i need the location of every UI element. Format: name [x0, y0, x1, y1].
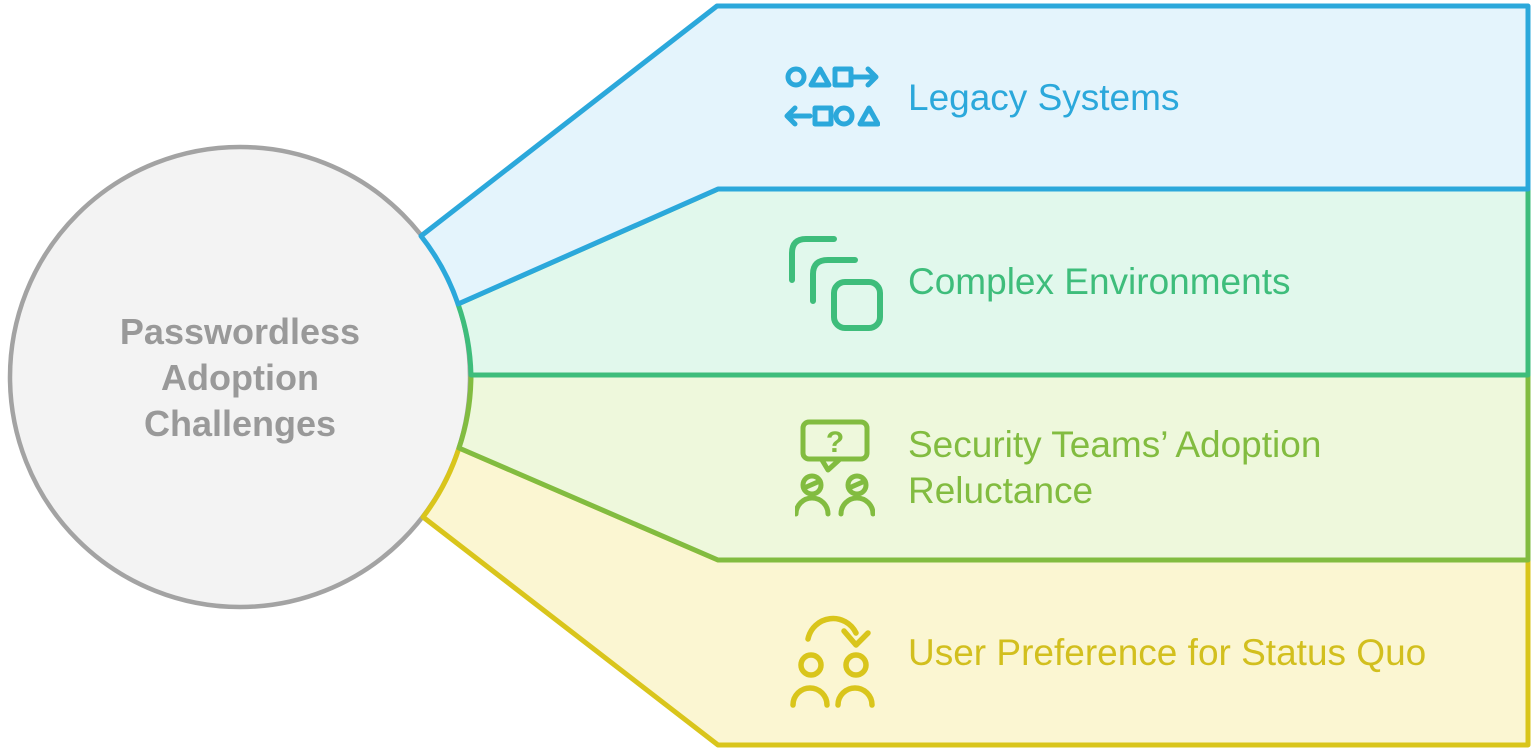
stacked-layers-icon [789, 236, 883, 331]
label-legacy-systems: Legacy Systems [908, 76, 1180, 118]
label-security-teams-adoption-reluctance: Security Teams’ Adoption Reluctance [908, 424, 1322, 511]
band-user-preference [420, 445, 1531, 748]
center-title: Passwordless Adoption Challenges [119, 311, 361, 444]
band-security-teams [456, 372, 1531, 563]
band-legacy-systems [418, 3, 1531, 307]
user-change-arrow-icon [790, 615, 875, 708]
question-discussion-icon: ? [795, 419, 875, 517]
label-complex-environments: Complex Environments [908, 261, 1291, 303]
label-user-preference-status-quo: User Preference for Status Quo [908, 631, 1427, 673]
question-mark-glyph: ? [826, 426, 844, 459]
shapes-data-exchange-icon [784, 66, 880, 127]
